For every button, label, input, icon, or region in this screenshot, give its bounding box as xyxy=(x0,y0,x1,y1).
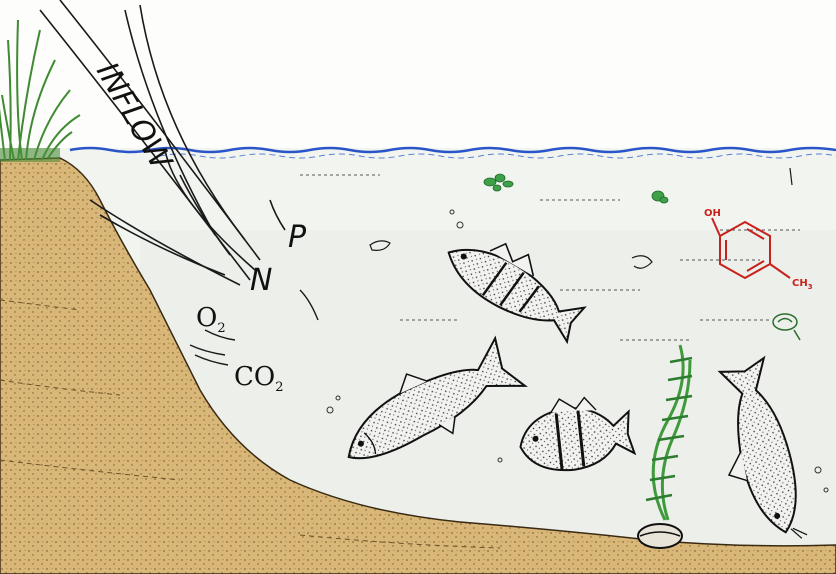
nitrogen-label: N xyxy=(250,263,272,298)
co2-symbol: CO xyxy=(234,362,275,392)
co2-subscript: 2 xyxy=(275,380,283,395)
hydroxyl-label: OH xyxy=(704,208,721,219)
grass-clump xyxy=(0,20,80,160)
oxygen-subscript: 2 xyxy=(217,321,225,336)
grass-base xyxy=(0,148,60,162)
oxygen-symbol: O xyxy=(196,303,217,333)
phosphorus-label: P xyxy=(288,220,307,255)
methyl-subscript: 3 xyxy=(808,283,813,291)
methyl-symbol: CH xyxy=(792,278,808,289)
clam-shell xyxy=(638,524,682,548)
